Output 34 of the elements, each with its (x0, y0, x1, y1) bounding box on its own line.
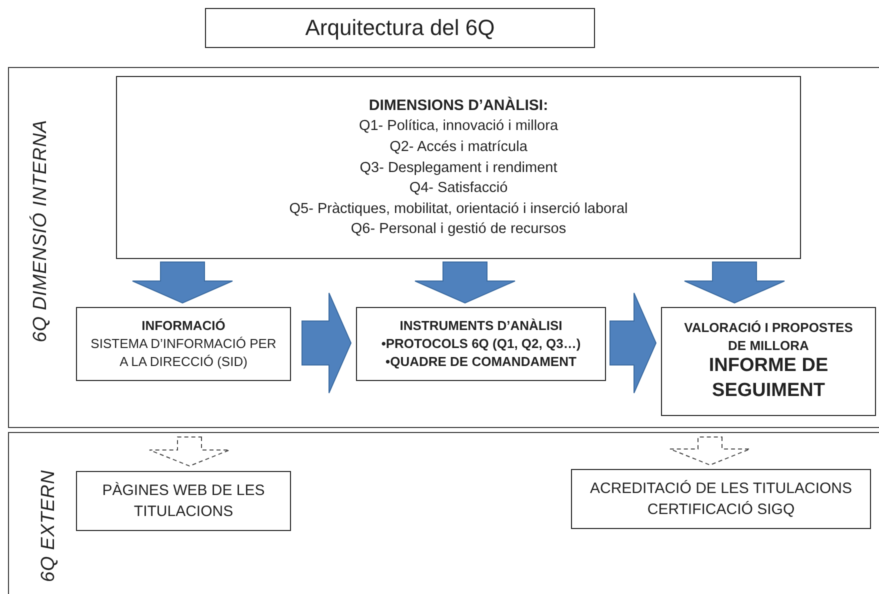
block-arrow (414, 262, 516, 304)
box-heading: INFORMACIÓ (142, 316, 226, 335)
dimension-item: Q3- Desplegament i rendiment (360, 158, 558, 178)
bullet-item: •PROTOCOLS 6Q (Q1, Q2, Q3…) (381, 334, 581, 353)
box-text: ACREDITACIÓ DE LES TITULACIONS CERTIFICACIÓ SIGQ (589, 479, 853, 520)
dimension-item: Q5- Pràctiques, mobilitat, orientació i inserció laboral (289, 200, 628, 219)
box-text: SISTEMA D’INFORMACIÓ PER A LA DIRECCIÓ (SID) (90, 334, 278, 372)
title-box: Arquitectura del 6Q (205, 8, 595, 48)
section-band (8, 67, 879, 428)
box-heading: VALORACIÓ I PROPOSTES DE MILLORA (683, 319, 854, 354)
block-arrow (610, 292, 657, 394)
section-label: 6Q EXTERN (38, 470, 60, 582)
text-box (116, 76, 801, 259)
section-band (8, 432, 879, 594)
text-box (76, 307, 291, 381)
box-heading: INSTRUMENTS D’ANÀLISI (400, 316, 562, 335)
block-arrow (302, 292, 352, 394)
block-arrow (132, 262, 233, 304)
dashed-block-arrow (149, 436, 230, 467)
section-label: 6Q DIMENSIÓ INTERNA (30, 120, 52, 342)
block-arrow (684, 262, 785, 304)
dashed-block-arrow (670, 436, 750, 466)
text-box (76, 471, 291, 531)
dimension-item: Q1- Política, innovació i millora (358, 117, 558, 136)
text-box (356, 307, 606, 381)
dimension-item: Q6- Personal i gestió de recursos (350, 220, 566, 240)
bullet-item: •QUADRE DE COMANDAMENT (386, 353, 576, 372)
report-title: INFORME DE SEGUIMENT (708, 354, 830, 404)
text-box (661, 307, 876, 416)
dimension-item: Q2- Accés i matrícula (390, 138, 528, 157)
box-text: PÀGINES WEB DE LES TITULACIONS (101, 481, 266, 522)
dimension-item: Q4- Satisfacció (409, 179, 508, 198)
text-box (571, 469, 871, 529)
box-heading: DIMENSIONS D’ANÀLISI: (368, 96, 548, 116)
